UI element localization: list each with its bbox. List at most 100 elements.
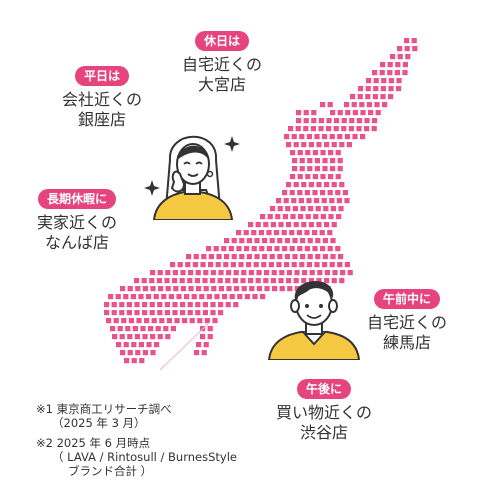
map-dot xyxy=(266,246,272,252)
map-dot xyxy=(402,70,408,76)
map-dot xyxy=(268,262,274,268)
map-dot xyxy=(320,246,326,252)
map-dot xyxy=(246,254,252,260)
map-dot xyxy=(330,206,336,212)
map-dot xyxy=(138,294,144,300)
map-dot xyxy=(301,182,307,188)
map-dot xyxy=(150,270,156,276)
sparkle-icon xyxy=(224,136,240,152)
map-dot xyxy=(271,270,277,276)
map-dot xyxy=(170,326,176,332)
map-dot xyxy=(285,206,291,212)
map-dot xyxy=(306,198,312,204)
map-dot xyxy=(264,270,270,276)
map-dot xyxy=(233,302,239,308)
map-dot xyxy=(202,302,208,308)
map-dot xyxy=(215,262,221,268)
map-dot xyxy=(151,318,157,324)
map-dot xyxy=(259,246,265,252)
map-dot xyxy=(135,286,141,292)
map-dot xyxy=(332,270,338,276)
callout-line-long-vacation-1: 実家近くの xyxy=(36,213,117,232)
map-dot xyxy=(229,294,235,300)
map-dot xyxy=(131,342,137,348)
map-dot xyxy=(323,206,329,212)
map-dot xyxy=(292,254,298,260)
footnote-1: ※1 東京商工リサーチ調べ （2025 年 3 月） xyxy=(36,402,172,430)
map-dot xyxy=(188,286,194,292)
map-dot xyxy=(341,118,347,124)
callout-badge-weekday: 平日は xyxy=(74,66,129,86)
map-dot xyxy=(239,238,245,244)
map-dot xyxy=(216,254,222,260)
callout-badge-before-noon: 午前中に xyxy=(373,289,440,309)
map-dot xyxy=(164,278,170,284)
map-dot xyxy=(374,102,380,108)
map-dot xyxy=(279,270,285,276)
map-dot xyxy=(127,286,133,292)
map-dot xyxy=(240,278,246,284)
map-dot xyxy=(312,190,318,196)
map-dot xyxy=(165,270,171,276)
map-dot xyxy=(186,254,192,260)
map-dot xyxy=(324,278,330,284)
map-dot xyxy=(322,158,328,164)
map-dot xyxy=(312,150,318,156)
map-dot xyxy=(258,230,264,236)
map-dot xyxy=(316,278,322,284)
map-dot xyxy=(200,262,206,268)
map-dot xyxy=(263,278,269,284)
map-dot xyxy=(128,318,134,324)
map-dot xyxy=(154,342,160,348)
map-dot xyxy=(140,326,146,332)
map-dot xyxy=(311,110,317,116)
map-dot xyxy=(303,126,309,132)
map-dot xyxy=(111,310,117,316)
map-dot xyxy=(290,214,296,220)
map-dot xyxy=(165,286,171,292)
map-dot xyxy=(340,270,346,276)
map-dot xyxy=(132,326,138,332)
map-dot xyxy=(320,150,326,156)
map-dot xyxy=(211,286,217,292)
map-dot xyxy=(294,286,300,292)
map-dot xyxy=(276,198,282,204)
callout-before-noon: 午前中に 自宅近くの 練馬店 xyxy=(352,288,462,353)
map-dot xyxy=(335,246,341,252)
map-dot xyxy=(236,230,242,236)
map-dot xyxy=(269,254,275,260)
map-dot xyxy=(368,110,374,116)
map-dot xyxy=(246,238,252,244)
map-dot xyxy=(251,230,257,236)
map-dot xyxy=(210,310,216,316)
map-dot xyxy=(330,158,336,164)
map-dot xyxy=(218,302,224,308)
map-dot xyxy=(396,86,402,92)
map-dot xyxy=(292,166,298,172)
map-dot xyxy=(333,126,339,132)
map-dot xyxy=(397,54,403,60)
map-dot xyxy=(121,318,127,324)
map-dot xyxy=(351,102,357,108)
map-dot xyxy=(149,310,155,316)
map-dot xyxy=(223,262,229,268)
map-dot xyxy=(296,118,302,124)
map-dot xyxy=(201,254,207,260)
map-dot xyxy=(293,222,299,228)
map-dot xyxy=(112,334,118,340)
map-dot xyxy=(256,286,262,292)
callout-line-afternoon-1: 買い物近くの xyxy=(275,403,372,422)
map-dot xyxy=(141,278,147,284)
map-dot xyxy=(288,126,294,132)
map-dot xyxy=(380,86,386,92)
map-dot xyxy=(214,294,220,300)
map-dot xyxy=(352,110,358,116)
map-dot xyxy=(228,246,234,252)
map-dot xyxy=(269,238,275,244)
map-dot xyxy=(329,262,335,268)
map-dot xyxy=(126,302,132,308)
map-dot xyxy=(381,78,387,84)
map-dot xyxy=(388,94,394,100)
